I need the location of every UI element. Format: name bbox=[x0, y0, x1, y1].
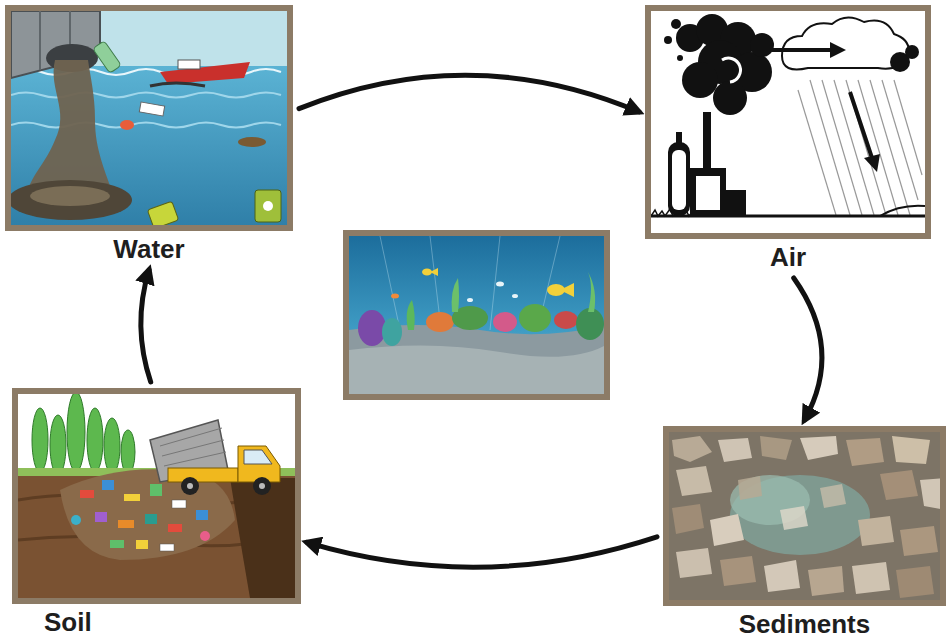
landfill-art bbox=[18, 394, 295, 598]
panel-label: Sediments bbox=[663, 609, 946, 639]
sediment-photo-art bbox=[669, 432, 946, 600]
cycle-arrow bbox=[299, 75, 639, 112]
cycle-arrow bbox=[141, 270, 151, 382]
image-panel: Soil bbox=[12, 388, 301, 637]
air-pollution-art bbox=[651, 11, 925, 233]
image-panel: Water bbox=[5, 5, 293, 264]
underwater-scene bbox=[346, 233, 607, 397]
panel-label: Air bbox=[645, 242, 931, 272]
image-frame bbox=[5, 5, 293, 231]
image-frame bbox=[12, 388, 301, 604]
image-frame bbox=[645, 5, 931, 239]
panel-label: Water bbox=[5, 234, 293, 264]
panel-label: Soil bbox=[12, 607, 301, 637]
image-frame bbox=[663, 426, 946, 606]
cycle-arrow bbox=[794, 278, 822, 420]
water-pollution-art bbox=[11, 11, 287, 225]
cycle-arrow bbox=[307, 537, 657, 567]
image-panel: Sediments bbox=[663, 426, 946, 639]
image-panel: Air bbox=[645, 5, 931, 272]
